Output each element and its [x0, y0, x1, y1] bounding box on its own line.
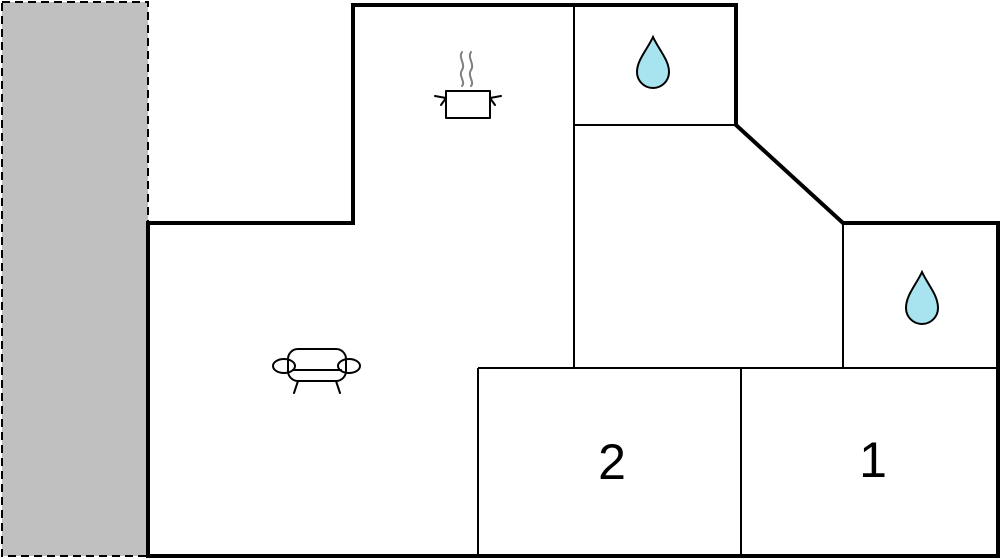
- exterior-area: [1, 1, 149, 557]
- sofa-icon: [272, 348, 361, 394]
- cooking-pot-icon: [434, 51, 502, 119]
- water-drop-icon: [904, 269, 940, 325]
- outer-wall: [146, 3, 1000, 558]
- water-drop-icon: [635, 34, 671, 89]
- bedroom-2-number: 2: [598, 434, 626, 490]
- bedroom-1-number: 1: [859, 432, 887, 488]
- interior-walls: [477, 5, 998, 556]
